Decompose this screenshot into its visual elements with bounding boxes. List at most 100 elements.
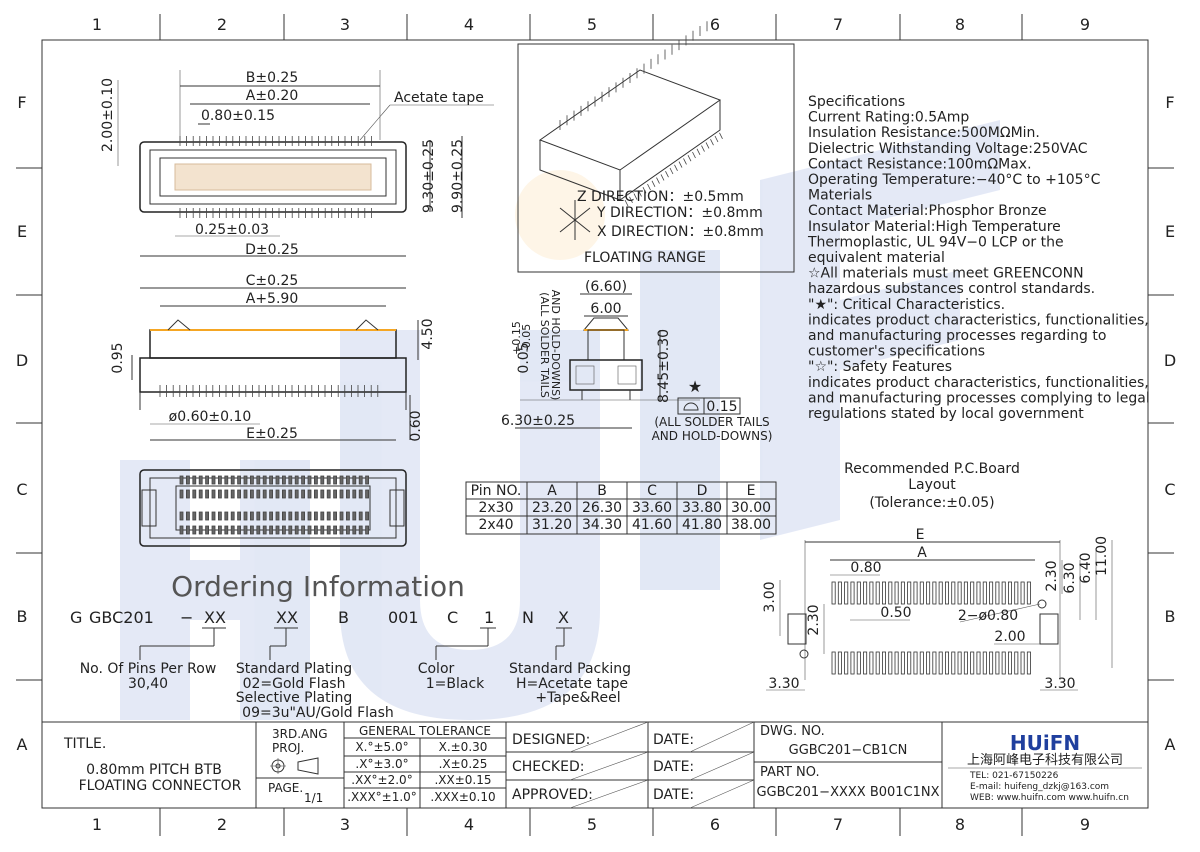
pcb-pad <box>1014 581 1019 605</box>
row-label: E <box>17 222 27 241</box>
pcb-pad <box>945 651 950 675</box>
spec-line: indicates product characteristics, funct… <box>808 375 1149 391</box>
pin-mark <box>275 489 280 499</box>
pin-mark <box>262 525 267 535</box>
dim-4-50: 4.50 <box>420 318 436 349</box>
pin-mark <box>320 489 325 499</box>
pcb-pad <box>1001 581 1006 605</box>
pin-table: Pin NO. A B C D E 2x30 23.20 26.30 33.60… <box>465 481 777 535</box>
top-view: B±0.25 A±0.20 0.80±0.15 Acetate tape 2.0… <box>100 70 494 258</box>
pin-mark <box>301 475 306 485</box>
pcb-pad <box>919 651 924 675</box>
pin-mark <box>185 475 190 485</box>
pin-cell: 31.20 <box>532 517 572 533</box>
dim-tol-plus: +0.15 <box>510 321 523 355</box>
floating-range-panel: Z DIRECTION：±0.5mm Y DIRECTION：±0.8mm X … <box>517 21 795 273</box>
pin-mark <box>687 155 692 162</box>
pin-mark <box>696 148 701 155</box>
col-label: 5 <box>587 15 597 34</box>
pin-mark <box>275 475 280 485</box>
code-part: N <box>522 608 534 627</box>
pin-mark <box>230 489 235 499</box>
pin-mark <box>660 174 665 181</box>
row-label: C <box>16 480 27 499</box>
pcb-pad <box>875 651 880 675</box>
row-label: B <box>17 607 28 626</box>
pin-mark <box>313 525 318 535</box>
pin-mark <box>307 525 312 535</box>
page-value: 1/1 <box>304 791 323 805</box>
pcb-pad <box>951 581 956 605</box>
pin-mark <box>678 161 683 168</box>
pin-mark <box>294 525 299 535</box>
designed-label: DESIGNED: <box>512 732 590 748</box>
end-view: (6.60) 6.00 8.45±0.30 0.05 +0.15 -0.05 (… <box>501 279 772 443</box>
note-solder-d: AND HOLD-DOWNS) <box>652 429 773 443</box>
pcb-dim-6-30: 6.30 <box>1062 562 1078 593</box>
pin-mark <box>185 525 190 535</box>
note-pack-c: +Tape&Reel <box>535 690 620 706</box>
pin-mark <box>352 511 357 521</box>
pin-mark <box>288 489 293 499</box>
critical-star: ★ <box>688 377 702 396</box>
pcb-pad <box>970 651 975 675</box>
spec-line: Thermoplastic, UL 94V−0 LCP or the <box>807 234 1064 250</box>
tol-angle: X.°±5.0° <box>355 740 408 754</box>
spec-line: customer's specifications <box>808 344 985 360</box>
col-label: 8 <box>955 15 965 34</box>
pin-mark <box>333 525 338 535</box>
dim-0-95: 0.95 <box>110 342 126 373</box>
pcb-layout: Recommended P.C.Board Layout (Tolerance:… <box>762 461 1113 692</box>
pin-mark <box>345 525 350 535</box>
title-block: TITLE. 0.80mm PITCH BTB FLOATING CONNECT… <box>41 721 1149 809</box>
pin-mark <box>269 489 274 499</box>
brand-logo: HUiFN <box>1010 731 1080 755</box>
pin-mark <box>288 475 293 485</box>
pcb-dim-2-30-a: 2.30 <box>1044 560 1060 591</box>
pin-mark <box>205 525 210 535</box>
col-label: 1 <box>92 15 102 34</box>
pin-mark <box>211 489 216 499</box>
pin-mark <box>307 511 312 521</box>
dwg-label: DWG. NO. <box>760 724 825 739</box>
pcb-dim-e: E <box>916 527 925 543</box>
note-solder-c: (ALL SOLDER TAILS <box>654 415 769 429</box>
pin-mark <box>230 525 235 535</box>
pin-mark <box>333 489 338 499</box>
pin-mark <box>307 475 312 485</box>
pin-mark <box>333 511 338 521</box>
dim-e: E±0.25 <box>246 426 298 442</box>
pin-mark <box>288 511 293 521</box>
pin-mark <box>358 525 363 535</box>
pin-cell: 41.80 <box>682 517 722 533</box>
spec-line: equivalent material <box>808 250 945 266</box>
pcb-dim-2-30-b: 2.30 <box>806 604 822 635</box>
pcb-dim-a: A <box>917 545 927 561</box>
col-label: 9 <box>1080 15 1090 34</box>
company-email: E-mail: huifeng_dzkj@163.com <box>970 782 1109 792</box>
pin-mark <box>624 199 629 207</box>
pin-mark <box>256 489 261 499</box>
pcb-pad <box>856 581 861 605</box>
spec-line: and manufacturing processes complying to… <box>808 390 1150 406</box>
approved-label: APPROVED: <box>512 787 593 803</box>
pin-mark <box>294 511 299 521</box>
tolerance-header: GENERAL TOLERANCE <box>359 724 491 738</box>
code-part: 1 <box>484 608 494 627</box>
pcb-pad <box>995 651 1000 675</box>
pin-mark <box>224 525 229 535</box>
pcb-pad <box>976 581 981 605</box>
pcb-pad <box>989 581 994 605</box>
pin-mark <box>294 489 299 499</box>
pin-mark <box>352 475 357 485</box>
spec-line: Current Rating:0.5Amp <box>808 110 969 126</box>
pin-mark <box>237 525 242 535</box>
pcb-pad <box>900 581 905 605</box>
code-part: C <box>447 608 458 627</box>
spec-line: Contact Material:Phosphor Bronze <box>808 203 1047 219</box>
title-line-2: FLOATING CONNECTOR <box>79 778 242 794</box>
note-solder-a: (ALL SOLDER TAILS <box>538 292 551 398</box>
x-direction: X DIRECTION：±0.8mm <box>597 224 764 240</box>
dim-8-45: 8.45±0.30 <box>656 329 672 403</box>
